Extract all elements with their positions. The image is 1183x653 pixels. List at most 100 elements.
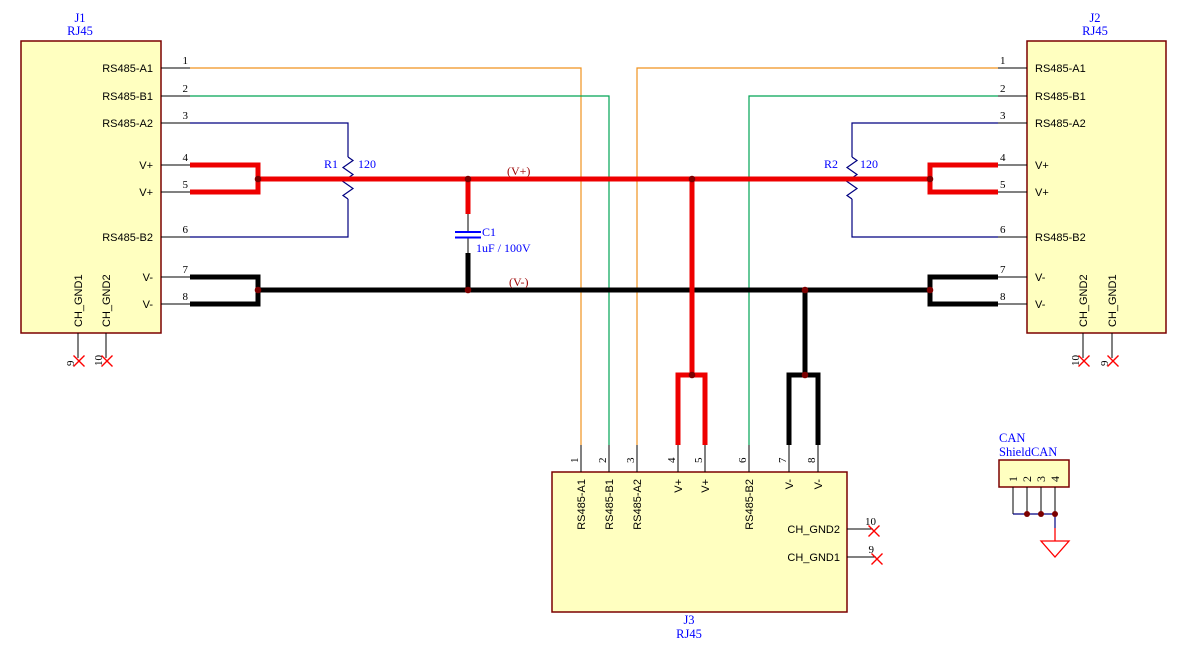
can-pin-number: 3 bbox=[1034, 476, 1048, 482]
connector-can-body[interactable] bbox=[998, 459, 1070, 488]
j1-pin-number: 8 bbox=[183, 291, 189, 303]
j2-pin-name: CH_GND2 bbox=[1078, 274, 1090, 327]
j3-designator[interactable]: J3 bbox=[683, 613, 694, 627]
j3-pin-name: RS485-A1 bbox=[576, 479, 588, 530]
wire-vminus-j3-fork[interactable] bbox=[786, 372, 821, 445]
c1-value[interactable]: 1uF / 100V bbox=[476, 241, 531, 255]
j1-pin-name: V- bbox=[143, 272, 154, 284]
j1-pin-number: 5 bbox=[183, 179, 189, 191]
j3-pin-number: 9 bbox=[869, 544, 875, 556]
j2-pin-number: 10 bbox=[1070, 355, 1082, 367]
j1-pin-name: RS485-A1 bbox=[102, 63, 153, 75]
junction-dot bbox=[254, 286, 262, 294]
j2-pin-name: RS485-B1 bbox=[1035, 91, 1086, 103]
junction-dot bbox=[1038, 511, 1044, 517]
connector-j2-body[interactable] bbox=[1026, 40, 1167, 334]
wire-rs485-a1-j1-to-j3[interactable] bbox=[190, 67, 582, 445]
j2-designator[interactable]: J2 bbox=[1089, 11, 1100, 25]
r1-designator[interactable]: R1 bbox=[324, 157, 338, 171]
no-connect-x-j3-pin9 bbox=[871, 553, 883, 565]
j2-pin-number: 6 bbox=[1000, 224, 1006, 236]
no-connect-x-j3-pin10 bbox=[868, 525, 880, 537]
j2-pin-number: 3 bbox=[1000, 110, 1006, 122]
j2-pin-stubs bbox=[998, 67, 1113, 358]
connector-j1-body[interactable] bbox=[20, 40, 162, 334]
r1-value[interactable]: 120 bbox=[358, 157, 376, 171]
j1-type[interactable]: RJ45 bbox=[67, 24, 93, 38]
wire-vplus-j2-fork[interactable] bbox=[927, 162, 998, 195]
junction-dot bbox=[801, 371, 809, 379]
j3-type[interactable]: RJ45 bbox=[676, 627, 702, 641]
j3-pin-number: 7 bbox=[777, 457, 789, 463]
j3-pin-number: 2 bbox=[597, 458, 609, 464]
j1-designator[interactable]: J1 bbox=[74, 11, 85, 25]
j3-pin-name: CH_GND1 bbox=[787, 552, 840, 564]
c1-designator[interactable]: C1 bbox=[482, 225, 496, 239]
j3-pin-number: 10 bbox=[865, 516, 877, 528]
j1-pin-name: RS485-B2 bbox=[102, 232, 153, 244]
j3-pin-number: 3 bbox=[625, 457, 637, 463]
wire-vminus-j2-fork[interactable] bbox=[927, 274, 998, 307]
junction-dot bbox=[688, 175, 696, 183]
wire-rs485-a2-j3-to-j2[interactable] bbox=[636, 67, 998, 445]
no-connect-x-j2-pin10 bbox=[1078, 355, 1090, 367]
wire-can-shield-bus[interactable] bbox=[1013, 513, 1056, 528]
wire-vplus-j1-fork[interactable] bbox=[190, 162, 261, 195]
wire-r1-bottom-lead bbox=[190, 199, 349, 238]
r2-value[interactable]: 120 bbox=[860, 157, 878, 171]
j1-pin-name: RS485-B1 bbox=[102, 91, 153, 103]
connector-j3-body[interactable] bbox=[551, 471, 848, 613]
j2-pin-number: 7 bbox=[1000, 264, 1006, 276]
j2-pin-name: V+ bbox=[1035, 160, 1049, 172]
j2-pin-name: V+ bbox=[1035, 187, 1049, 199]
wire-vminus-j1-fork[interactable] bbox=[190, 274, 261, 307]
j2-pin-name: V- bbox=[1035, 272, 1046, 284]
junction-dot bbox=[254, 175, 262, 183]
j3-pin-number: 6 bbox=[737, 457, 749, 463]
j1-pin-number: 6 bbox=[183, 224, 189, 236]
junction-dot bbox=[1052, 511, 1058, 517]
j2-type[interactable]: RJ45 bbox=[1082, 24, 1108, 38]
net-label-vminus[interactable]: (V-) bbox=[509, 275, 529, 289]
j1-pin-name: CH_GND2 bbox=[101, 274, 113, 327]
wire-r1-top-lead bbox=[190, 122, 349, 157]
c1-plates bbox=[455, 231, 481, 239]
j2-pin-number: 1 bbox=[1000, 55, 1006, 67]
j1-pin-name: CH_GND1 bbox=[73, 274, 85, 327]
j1-pin-number: 3 bbox=[183, 110, 189, 122]
j2-pin-name: CH_GND1 bbox=[1107, 274, 1119, 327]
j3-pin-name: V+ bbox=[673, 479, 685, 493]
junction-dots bbox=[254, 175, 1058, 517]
wire-r2-top-lead bbox=[851, 122, 998, 157]
j2-pin-name: RS485-A2 bbox=[1035, 118, 1086, 130]
j3-pin-stubs bbox=[580, 445, 876, 558]
j3-pin-name: CH_GND2 bbox=[787, 524, 840, 536]
ground-symbol[interactable] bbox=[1039, 528, 1071, 558]
can-designator[interactable]: CAN bbox=[999, 431, 1025, 445]
junction-dot bbox=[688, 371, 696, 379]
j2-pin-number: 4 bbox=[1000, 152, 1006, 164]
can-pin-number: 1 bbox=[1006, 476, 1020, 482]
capacitor-c1[interactable] bbox=[455, 214, 481, 253]
j3-pin-name: V- bbox=[813, 479, 825, 490]
wire-rs485-b1-j1-to-j3[interactable] bbox=[190, 95, 610, 445]
junction-dot bbox=[801, 286, 809, 294]
net-label-vplus[interactable]: (V+) bbox=[507, 164, 530, 178]
can-pin-number: 4 bbox=[1048, 476, 1062, 482]
j3-pin-name: V- bbox=[784, 479, 796, 490]
j3-pin-number: 8 bbox=[806, 457, 818, 463]
wire-vplus-j3-fork[interactable] bbox=[675, 372, 708, 445]
r2-designator[interactable]: R2 bbox=[824, 157, 838, 171]
j2-pin-number: 5 bbox=[1000, 179, 1006, 191]
j2-pin-number: 8 bbox=[1000, 291, 1006, 303]
j2-pin-name: RS485-B2 bbox=[1035, 232, 1086, 244]
wire-rs485-b2-j3-to-j2[interactable] bbox=[748, 95, 998, 445]
j1-pin-name: V+ bbox=[139, 160, 153, 172]
j2-pin-number: 2 bbox=[1000, 83, 1006, 95]
no-connect-x-j2-pin9 bbox=[1107, 355, 1119, 367]
can-type[interactable]: ShieldCAN bbox=[999, 445, 1057, 459]
j1-pin-number: 10 bbox=[93, 355, 105, 367]
can-pin-number: 2 bbox=[1020, 476, 1034, 482]
j1-pin-number: 9 bbox=[65, 360, 77, 366]
j2-pin-number: 9 bbox=[1099, 360, 1111, 366]
